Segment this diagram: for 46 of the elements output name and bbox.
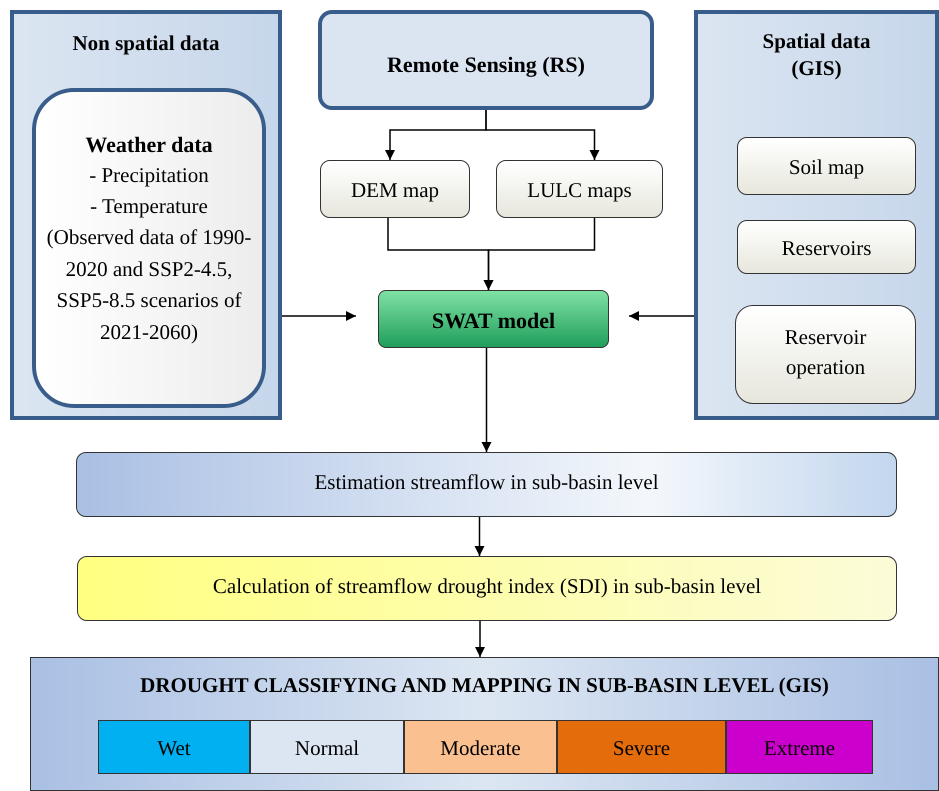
- class-box: [404, 720, 557, 774]
- arrow: [485, 110, 600, 160]
- rounded-box: [76, 452, 897, 517]
- label-text: SWAT model: [432, 308, 556, 333]
- arrow: [482, 348, 492, 452]
- rounded-box: [32, 88, 266, 408]
- label-text: DEM map: [350, 178, 440, 202]
- rounded-box: [318, 10, 654, 110]
- class-box: [726, 720, 873, 774]
- label-text: Estimation streamflow in sub-basin level: [314, 470, 659, 494]
- label-text: Extreme: [764, 736, 836, 760]
- panel: [694, 10, 939, 420]
- arrow: [629, 311, 694, 321]
- label-text: Spatial data (GIS): [762, 29, 870, 80]
- label-text: Reservoirs: [782, 236, 872, 260]
- label-text: LULC maps: [527, 178, 632, 202]
- label-text: Severe: [612, 736, 670, 760]
- rounded-box: [737, 220, 916, 274]
- class-box: [250, 720, 404, 774]
- label-text: Normal: [294, 736, 360, 760]
- arrow: [484, 218, 596, 290]
- rounded-box: [320, 160, 470, 218]
- rounded-box: [496, 160, 663, 218]
- label-text: Reservoir operation: [784, 325, 866, 380]
- arrow: [475, 621, 485, 657]
- rounded-box: [737, 137, 916, 195]
- label-text: Moderate: [440, 736, 521, 760]
- rounded-box: [77, 556, 897, 621]
- label-text: DROUGHT CLASSIFYING AND MAPPING IN SUB-BASIN LEVEL (GIS): [140, 673, 829, 697]
- class-box: [98, 720, 250, 774]
- arrow: [282, 311, 356, 321]
- label-text: Calculation of streamflow drought index (SDI) in sub-basin level: [212, 574, 762, 598]
- class-box: [557, 720, 726, 774]
- label-text: (Observed data of 1990-2020 and SSP2-4.5, SSP5-8.5 scenarios of 2021-2060): [46, 225, 252, 344]
- label-text: Remote Sensing (RS): [387, 52, 585, 77]
- label-text: Soil map: [788, 155, 864, 179]
- label-text: - Precipitation: [89, 163, 209, 187]
- rounded-box: [735, 305, 916, 404]
- panel: [30, 657, 939, 791]
- panel: [10, 10, 282, 420]
- label-text: Wet: [157, 736, 191, 760]
- heading-text: Weather data: [85, 132, 213, 157]
- arrow: [474, 517, 484, 556]
- label-text: Non spatial data: [72, 31, 220, 55]
- label-text: - Temperature: [90, 194, 208, 218]
- rounded-box: [378, 290, 609, 348]
